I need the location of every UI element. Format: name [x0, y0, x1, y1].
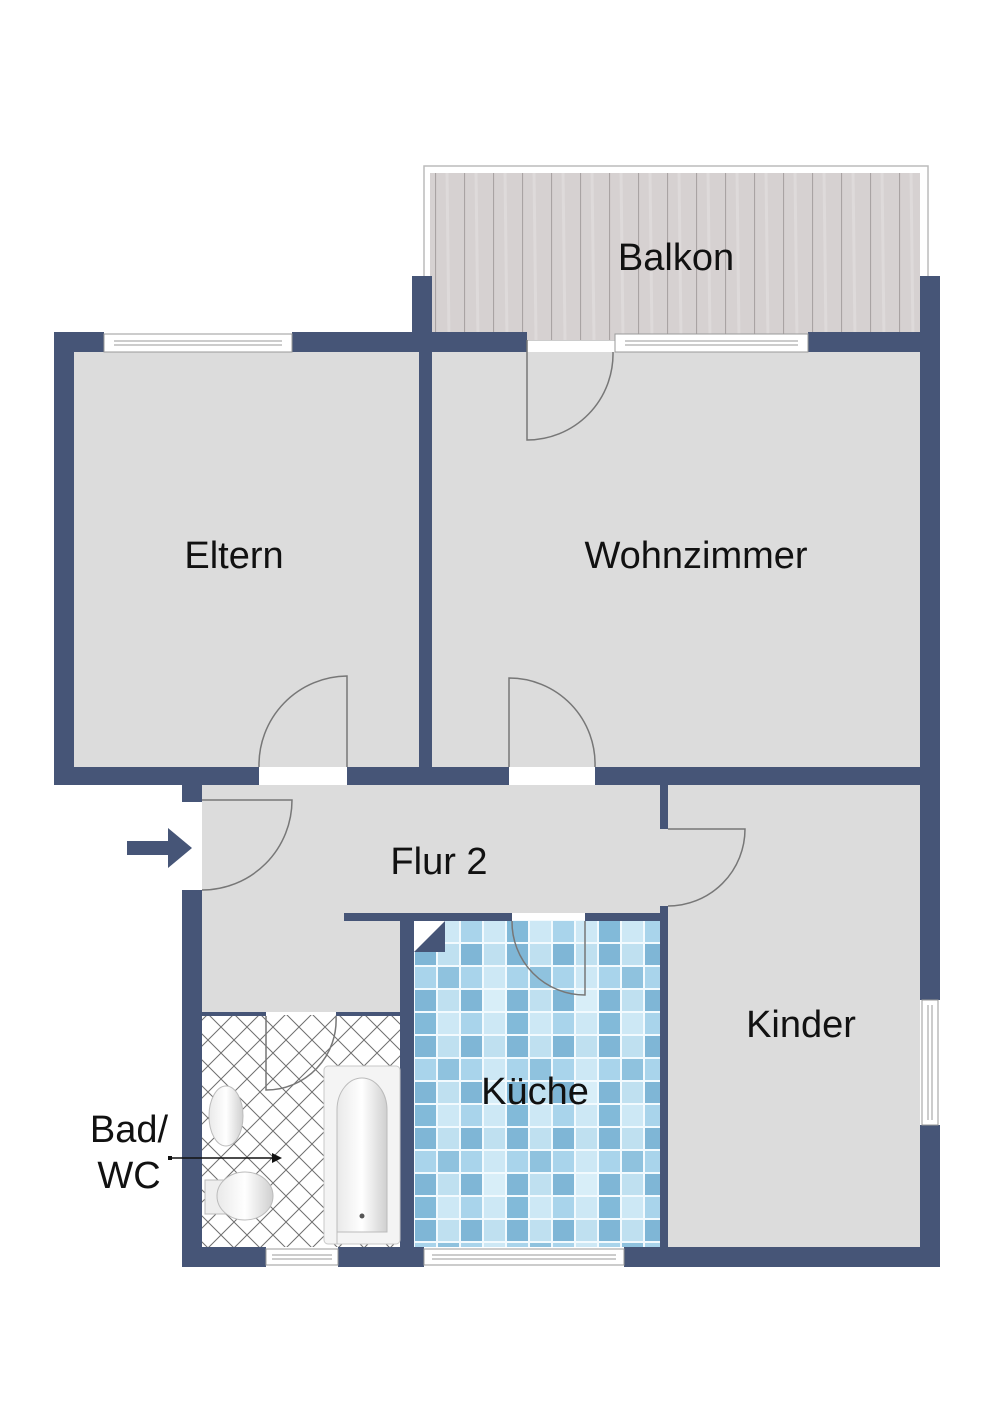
- toilet-icon: [204, 1171, 274, 1221]
- walls: [54, 276, 940, 1267]
- bathtub-icon: [323, 1065, 401, 1245]
- arrow-right-icon: [127, 828, 192, 868]
- balkon-room: [423, 165, 929, 341]
- shaft-marker: [414, 921, 445, 952]
- kinder-floor: [668, 785, 920, 1247]
- label-kinder: Kinder: [746, 1004, 856, 1046]
- label-wohnzimmer: Wohnzimmer: [584, 535, 807, 577]
- label-bad-line2: WC: [97, 1155, 160, 1197]
- label-kueche: Küche: [481, 1071, 589, 1113]
- wohnzimmer-floor: [432, 352, 920, 767]
- bad-pointer: [168, 1153, 282, 1163]
- kueche-floor: [414, 920, 662, 1247]
- door-swings: [201, 340, 746, 1091]
- label-flur: Flur 2: [390, 841, 487, 883]
- windows: [103, 333, 939, 1266]
- label-bad-line1: Bad/: [90, 1109, 169, 1151]
- flur-floor: [202, 785, 670, 1012]
- sink-icon: [208, 1085, 244, 1147]
- label-balkon: Balkon: [618, 237, 734, 279]
- label-eltern: Eltern: [184, 535, 283, 577]
- eltern-floor: [74, 352, 419, 767]
